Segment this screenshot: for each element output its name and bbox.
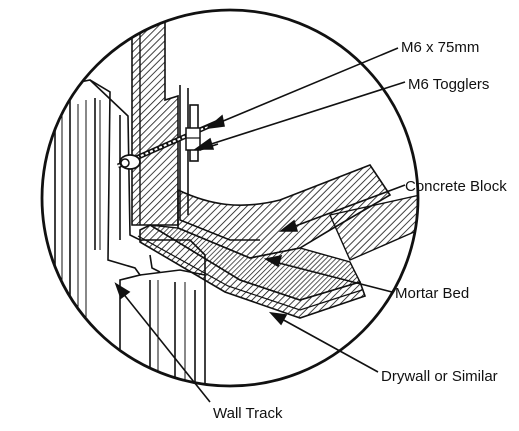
detail-view [42,10,418,386]
label-concrete-block: Concrete Block [405,178,507,195]
leader-lines [114,47,406,403]
magnifier-circle [40,8,420,388]
drywall [137,224,367,319]
label-m6-bolt: M6 x 75mm [401,39,479,56]
toggler-bolt [116,119,220,170]
label-m6-togglers: M6 Togglers [408,76,489,93]
label-mortar-bed: Mortar Bed [395,285,469,302]
label-drywall: Drywall or Similar [381,368,498,385]
concrete-block [177,164,418,261]
wall-column [131,10,179,226]
label-wall-track: Wall Track [213,405,283,422]
